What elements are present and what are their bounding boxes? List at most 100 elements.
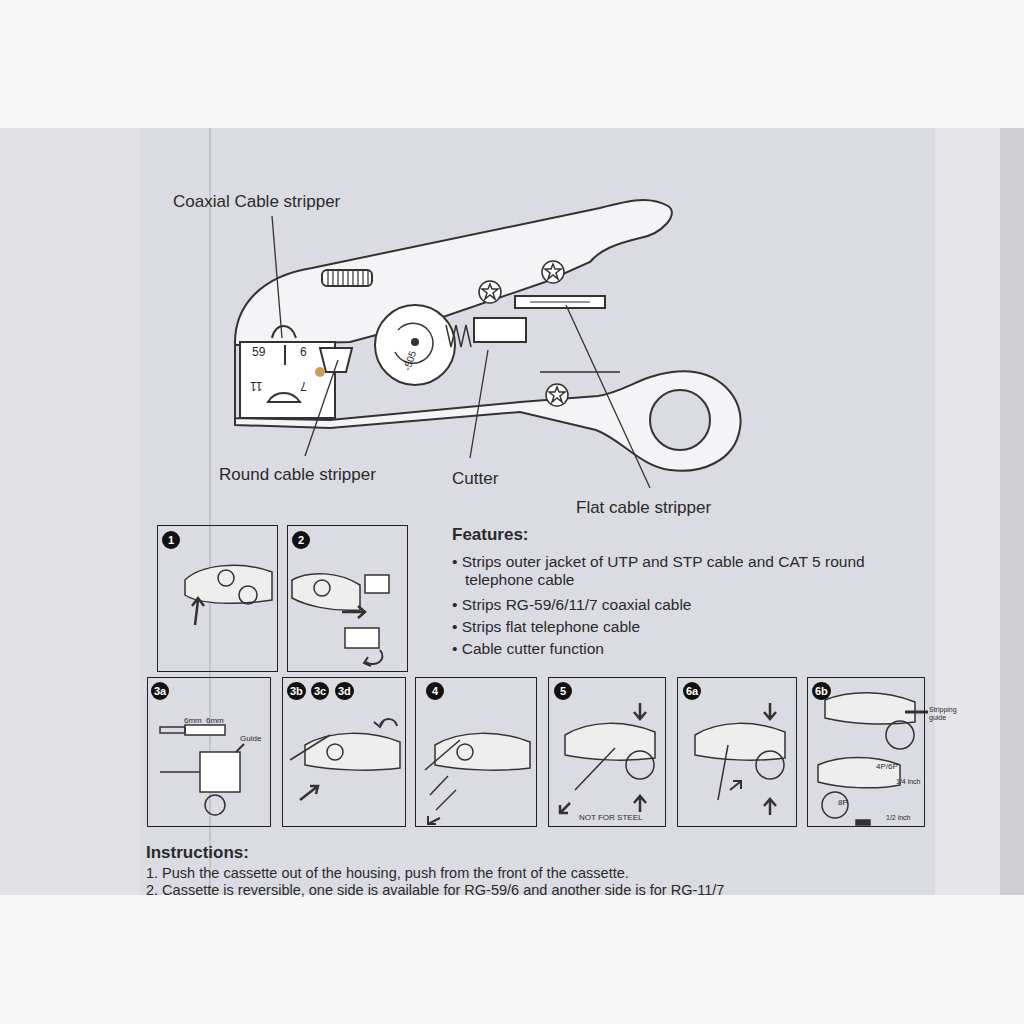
panel-note: 6mm <box>184 716 202 725</box>
panel-note: NOT FOR STEEL <box>579 813 642 822</box>
step-sketches-part <box>160 727 185 733</box>
step-sketches-part <box>327 744 343 760</box>
step-sketches-part <box>374 719 397 727</box>
step-panel: 4 <box>415 677 537 827</box>
step-sketches-part <box>290 735 330 760</box>
step-panel: 6a <box>677 677 797 827</box>
stripper-tool-part <box>542 261 564 283</box>
stripper-tool-part <box>650 390 710 450</box>
background-part <box>0 128 140 895</box>
instruction-step: 1. Push the cassette out of the housing,… <box>146 865 629 882</box>
callout-number: 3d <box>335 682 354 700</box>
step-sketches-part <box>236 744 244 752</box>
stripper-tool-part <box>235 200 672 345</box>
part-name: Coaxial Cable stripper <box>173 192 340 212</box>
step-sketches-part <box>425 740 460 770</box>
step-sketches-part <box>305 733 400 770</box>
step-sketches-part <box>364 650 382 666</box>
stripper-tool-part <box>446 325 471 347</box>
step-sketches-part <box>192 598 204 625</box>
panel-note: 1/4 inch <box>896 778 921 786</box>
part-name: Cutter <box>452 469 498 489</box>
step-sketches-part <box>856 820 870 825</box>
callout-number: 1 <box>162 531 180 549</box>
panel-note: Stripping guide <box>929 706 973 722</box>
step-sketches-part <box>160 771 200 773</box>
stripper-tool-part <box>272 326 296 338</box>
leader-lines <box>272 216 650 488</box>
panel-note: 4P/6P <box>876 762 898 771</box>
stripper-tool-part <box>515 296 605 308</box>
step-sketches-part <box>822 792 848 818</box>
leader-lines-part <box>566 305 650 488</box>
step-sketches-part <box>457 744 473 760</box>
stripper-tool-part <box>474 318 526 342</box>
features-heading: Features: <box>452 525 529 545</box>
step-sketches-part <box>314 580 330 596</box>
stripper-tool-part <box>315 367 325 377</box>
step-sketches-part <box>575 748 615 790</box>
step-sketches-part <box>436 790 456 810</box>
step-sketches-part <box>239 586 257 604</box>
step-sketches-part <box>634 703 646 719</box>
stripper-tool-part <box>479 281 501 303</box>
step-sketches-part <box>200 752 240 792</box>
stripper-tool-part <box>482 284 498 299</box>
cassette-size: 6 <box>300 346 307 360</box>
step-panel: 3b 3c 3d <box>282 677 406 827</box>
step-sketches-part <box>218 570 234 586</box>
step-panel: 1 <box>157 525 278 672</box>
stripper-tool-part <box>268 393 300 402</box>
part-name: Round cable stripper <box>219 465 376 485</box>
callout-number: 6b <box>812 682 831 700</box>
step-sketches <box>160 565 928 825</box>
callout-number: 3b <box>287 682 306 700</box>
step-sketches-part <box>365 575 389 593</box>
stripper-tool-part <box>479 261 568 406</box>
step-sketches-part <box>185 725 225 735</box>
feature-item: • Strips outer jacket of UTP and STP cab… <box>452 553 892 589</box>
stripper-tool-part <box>322 270 372 286</box>
step-sketches-part <box>626 751 654 779</box>
step-sketches-part <box>430 776 448 795</box>
step-sketches-part <box>205 795 225 815</box>
stripper-tool-part <box>546 384 568 406</box>
step-sketches-part <box>565 723 655 760</box>
callout-number: 2 <box>292 531 310 549</box>
step-sketches-part <box>818 758 900 788</box>
step-sketches-part <box>730 781 741 790</box>
step-sketches-part <box>342 606 365 618</box>
step-sketches-part <box>345 628 379 648</box>
stripper-tool-part <box>549 387 565 402</box>
step-sketches-part <box>428 816 440 824</box>
stripper-tool-part <box>375 305 455 385</box>
stripper-tool-part <box>540 371 620 373</box>
background-part <box>1000 128 1024 895</box>
stripper-tool <box>235 200 741 471</box>
panel-note: 1/2 inch <box>886 814 911 822</box>
step-sketches-part <box>435 733 530 770</box>
feature-item: • Strips RG-59/6/11/7 coaxial cable <box>452 596 892 614</box>
feature-item: • Strips flat telephone cable <box>452 618 892 636</box>
step-sketches-part <box>756 751 784 779</box>
step-panel: 5NOT FOR STEEL <box>548 677 666 827</box>
step-sketches-part <box>886 721 914 749</box>
step-sketches-part <box>764 703 776 719</box>
leader-lines-part <box>470 350 488 458</box>
step-panel: 6bStripping guide4P/6P1/4 inch8P1/2 inch <box>807 677 925 827</box>
step-sketches-part <box>292 574 360 611</box>
callout-number: 3a <box>151 682 169 700</box>
step-sketches-part <box>718 745 728 800</box>
instruction-step: 2. Cassette is reversible, one side is a… <box>146 882 724 899</box>
background-part <box>0 0 1024 128</box>
instructions-heading: Instructions: <box>146 843 249 863</box>
part-name: Flat cable stripper <box>576 498 711 518</box>
panel-note: Guide <box>240 734 261 743</box>
callout-number: 3c <box>311 682 329 700</box>
background-part <box>935 128 1000 895</box>
stripper-tool-part <box>545 264 561 279</box>
cassette-size: 7 <box>300 378 307 392</box>
step-sketches-part <box>634 796 646 812</box>
